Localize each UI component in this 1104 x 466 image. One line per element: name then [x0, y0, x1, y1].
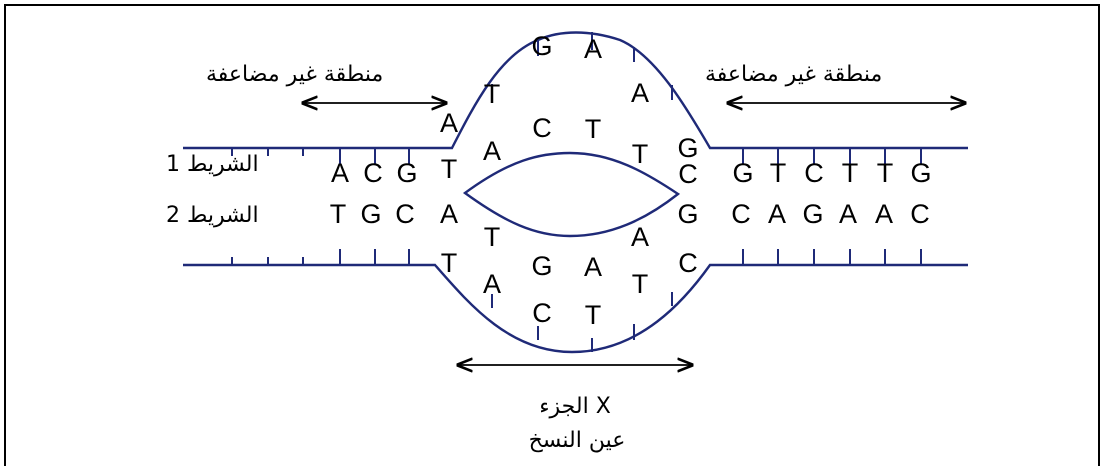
bubble-top-inner-2: C [532, 113, 552, 143]
strand2-right-bases-1: A [768, 199, 786, 229]
strand1-left-bases-2: G [396, 158, 417, 188]
strand2-right-bases-5: C [910, 199, 930, 229]
strand2-left-bases-1: G [360, 199, 381, 229]
strand1-right-bases-4: T [877, 158, 894, 188]
bubble-bottom-outer-4: T [632, 269, 649, 299]
strand2-right-bases-0: C [731, 199, 751, 229]
bubble-bottom-inner-5: G [677, 199, 698, 229]
bubble-bottom-outer-0: T [441, 248, 458, 278]
bubble-top-inner-5: C [678, 159, 698, 189]
strand2-right-bases-2: G [802, 199, 823, 229]
strand1-right-bases-3: T [842, 158, 859, 188]
bubble-top-outer-0: A [440, 108, 458, 138]
strand-1-line [183, 31, 968, 150]
bubble-top-inner-3: T [585, 114, 602, 144]
bubble-top-outer-3: A [584, 34, 602, 64]
bubble-top-outer-1: T [484, 79, 501, 109]
bubble-bottom-inner-1: T [484, 222, 501, 252]
bubble-bottom-outer-1: A [483, 269, 501, 299]
strand1-right-bases-5: G [910, 158, 931, 188]
label-strand-2: الشريط 2 [166, 203, 259, 228]
diagram-frame [4, 4, 1100, 466]
bubble-bottom-outer-5: C [678, 248, 698, 278]
strand1-left-bases-0: A [331, 158, 349, 188]
strand-2-line [183, 263, 968, 354]
bubble-bottom-outer-3: T [585, 300, 602, 330]
strand1-left-bases-1: C [363, 158, 383, 188]
strand2-left-bases-0: T [330, 199, 347, 229]
strand1-right-bases-0: G [732, 158, 753, 188]
bubble-bottom-inner-4: A [631, 222, 649, 252]
label-part-x: الجزء X [539, 394, 611, 419]
inner-bubble [462, 151, 681, 238]
bubble-bottom-inner-2: G [531, 251, 552, 281]
label-strand-1: الشريط 1 [166, 152, 259, 177]
label-replication-origin: عين النسخ [529, 428, 626, 453]
strand2-right-bases-4: A [875, 199, 893, 229]
bubble-top-outer-4: A [631, 78, 649, 108]
bubble-bottom-inner-0: A [440, 199, 458, 229]
label-non-replicated-right: منطقة غير مضاعفة [705, 62, 882, 87]
strand1-right-bases-2: C [804, 158, 824, 188]
bubble-top-inner-1: A [483, 136, 501, 166]
bubble-top-inner-0: T [441, 154, 458, 184]
bubble-top-outer-5: G [677, 133, 698, 163]
bubble-bottom-inner-3: A [584, 252, 602, 282]
bubble-top-inner-4: T [632, 139, 649, 169]
bubble-top-outer-2: G [531, 31, 552, 61]
strand1-right-bases-1: T [770, 158, 787, 188]
strand2-right-bases-3: A [839, 199, 857, 229]
base-pair-ticks [231, 32, 922, 352]
strand2-left-bases-2: C [395, 199, 415, 229]
bubble-bottom-outer-2: C [532, 298, 552, 328]
label-non-replicated-left: منطقة غير مضاعفة [206, 62, 383, 87]
